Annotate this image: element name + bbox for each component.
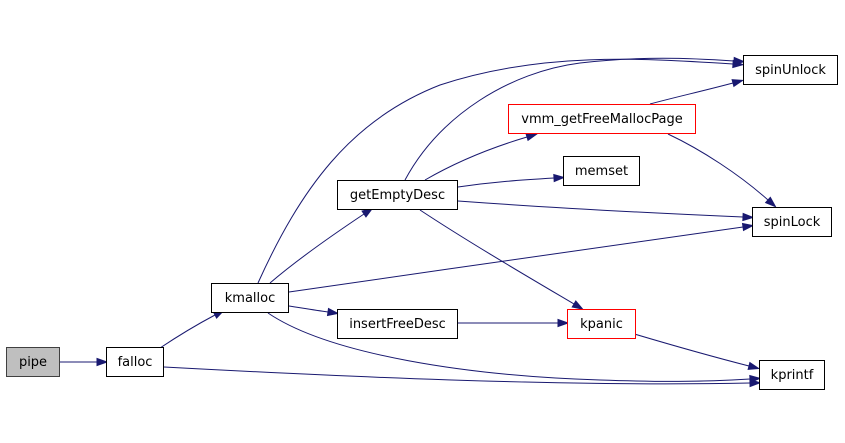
edge-vmm_getFreeMallocPage-to-spinLock	[667, 133, 769, 201]
edge-getEmptyDesc-to-spinLock	[457, 200, 744, 218]
edge-falloc-to-kprintf	[163, 366, 751, 385]
node-kprintf[interactable]: kprintf	[759, 360, 825, 390]
arrowhead-vmm_getFreeMallocPage-to-spinUnlock	[731, 79, 745, 88]
edge-kmalloc-to-kprintf	[267, 312, 751, 382]
node-spinLock[interactable]: spinLock	[752, 207, 832, 237]
edge-kmalloc-to-spinUnlock	[257, 58, 734, 284]
arrowhead-getEmptyDesc-to-spinLock	[742, 212, 755, 222]
node-getEmptyDesc[interactable]: getEmptyDesc	[337, 180, 458, 210]
arrowhead-getEmptyDesc-to-vmm_getFreeMallocPage	[525, 133, 539, 142]
node-pipe: pipe	[6, 347, 60, 377]
edge-kpanic-to-kprintf	[630, 332, 750, 367]
node-insertFreeDesc[interactable]: insertFreeDesc	[337, 309, 458, 339]
arrowhead-insertFreeDesc-to-kpanic	[557, 318, 570, 328]
node-memset[interactable]: memset	[563, 156, 640, 186]
node-spinUnlock[interactable]: spinUnlock	[743, 55, 838, 85]
arrowhead-pipe-to-falloc	[96, 357, 109, 367]
edge-kmalloc-to-getEmptyDesc	[269, 213, 365, 284]
edge-vmm_getFreeMallocPage-to-spinUnlock	[649, 82, 734, 105]
node-falloc[interactable]: falloc	[106, 347, 164, 377]
node-kmalloc[interactable]: kmalloc	[211, 283, 289, 313]
arrowhead-kmalloc-to-spinLock	[741, 222, 755, 232]
edge-kmalloc-to-spinLock	[288, 226, 744, 293]
arrowhead-vmm_getFreeMallocPage-to-spinLock	[764, 196, 777, 208]
node-vmm_getFreeMallocPage[interactable]: vmm_getFreeMallocPage	[508, 104, 696, 134]
edge-falloc-to-kmalloc	[159, 314, 216, 349]
node-kpanic[interactable]: kpanic	[567, 309, 636, 339]
arrowhead-kmalloc-to-insertFreeDesc	[326, 307, 340, 317]
arrowhead-kmalloc-to-kprintf	[749, 374, 762, 384]
edge-getEmptyDesc-to-vmm_getFreeMallocPage	[424, 136, 528, 181]
arrowhead-kpanic-to-kprintf	[747, 361, 761, 370]
arrowhead-getEmptyDesc-to-spinUnlock	[733, 56, 746, 66]
edge-getEmptyDesc-to-memset	[457, 177, 555, 188]
edge-getEmptyDesc-to-kpanic	[419, 209, 575, 305]
arrowhead-getEmptyDesc-to-kpanic	[571, 300, 584, 310]
arrowhead-getEmptyDesc-to-memset	[553, 173, 566, 183]
edge-getEmptyDesc-to-spinUnlock	[404, 57, 735, 181]
edge-kmalloc-to-insertFreeDesc	[288, 305, 329, 313]
